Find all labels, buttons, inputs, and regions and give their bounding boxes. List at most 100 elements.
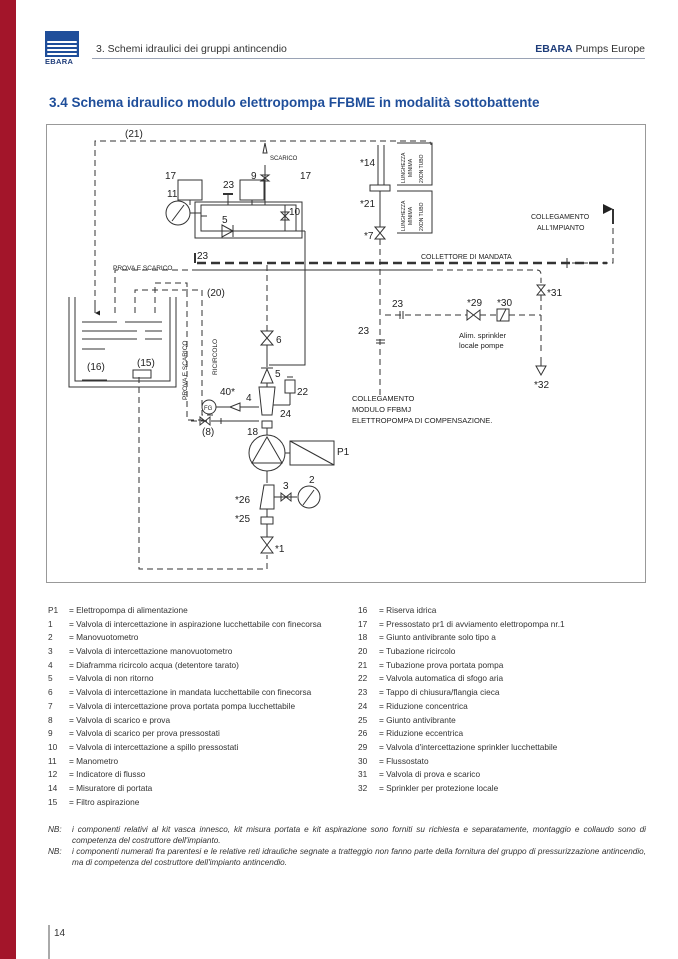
legend-text: = Valvola di prova e scarico bbox=[379, 769, 481, 780]
note-text: i componenti numerati fra parentesi e le… bbox=[72, 847, 646, 867]
legend-item: 24 = Riduzione concentrica bbox=[358, 701, 565, 715]
legend-item: 21= Tubazione prova portata pompa bbox=[358, 660, 565, 674]
legend-item: 26 = Riduzione eccentrica bbox=[358, 728, 565, 742]
brand-bold: EBARA bbox=[535, 43, 573, 55]
lbl-alim-1: Alim. sprinkler bbox=[459, 331, 507, 340]
page-title: 3.4 Schema idraulico modulo elettropompa… bbox=[49, 95, 540, 110]
lbl-lung2b: MINIMA bbox=[408, 206, 414, 225]
note: NB:i componenti numerati fra parentesi e… bbox=[48, 846, 646, 868]
lbl-16: (16) bbox=[87, 362, 105, 373]
lbl-15: (15) bbox=[137, 358, 155, 369]
legend-item: 23= Tappo di chiusura/flangia cieca bbox=[358, 687, 565, 701]
legend-number: 4 bbox=[48, 659, 53, 670]
lbl-21: *21 bbox=[360, 199, 375, 210]
legend-item: 16 = Riserva idrica bbox=[358, 605, 565, 619]
legend-number: 15 bbox=[48, 796, 58, 807]
legend-item: 15= Filtro aspirazione bbox=[48, 797, 321, 811]
lbl-29: *29 bbox=[467, 298, 482, 309]
lbl-3: 3 bbox=[283, 481, 289, 492]
note: NB:i componenti relativi al kit vasca in… bbox=[48, 824, 646, 846]
legend-item: 31= Valvola di prova e scarico bbox=[358, 769, 565, 783]
page-number: 14 bbox=[54, 928, 66, 939]
brand-rest: Pumps Europe bbox=[572, 43, 645, 55]
legend-number: 29 bbox=[358, 741, 368, 752]
header-divider bbox=[92, 58, 645, 59]
legend-number: 12 bbox=[48, 769, 58, 780]
legend-number: 26 bbox=[358, 728, 368, 739]
legend-text: = Manometro bbox=[69, 755, 119, 766]
lbl-26: *26 bbox=[235, 495, 250, 506]
pipe-21-test bbox=[94, 140, 432, 306]
lbl-22: 22 bbox=[297, 387, 309, 398]
lbl-fg: FG bbox=[204, 406, 213, 412]
legend-text: = Tappo di chiusura/flangia cieca bbox=[379, 687, 500, 698]
legend-text: = Riduzione concentrica bbox=[379, 700, 468, 711]
lbl-5b: 5 bbox=[275, 369, 281, 380]
lbl-24: 24 bbox=[280, 409, 292, 420]
lbl-21: (21) bbox=[125, 129, 143, 140]
lbl-17a: 17 bbox=[165, 171, 177, 182]
lbl-18: 18 bbox=[247, 427, 259, 438]
legend-number: 7 bbox=[48, 700, 53, 711]
lbl-1: *1 bbox=[275, 544, 285, 555]
lbl-23c: 23 bbox=[392, 299, 404, 310]
lbl-20: (20) bbox=[207, 288, 225, 299]
lbl-32: *32 bbox=[534, 380, 549, 391]
legend-text: = Flussostato bbox=[379, 755, 429, 766]
lbl-4: 4 bbox=[246, 393, 252, 404]
lbl-31: *31 bbox=[547, 288, 562, 299]
lbl-collettore: COLLETTORE DI MANDATA bbox=[421, 254, 512, 261]
lbl-5a: 5 bbox=[222, 215, 228, 226]
legend-number: 10 bbox=[48, 741, 58, 752]
legend-number: 24 bbox=[358, 700, 368, 711]
legend-number: 16 bbox=[358, 605, 368, 615]
legend-item: 3= Valvola di intercettazione manovuotom… bbox=[48, 646, 321, 660]
legend-item: 6= Valvola di intercettazione in mandata… bbox=[48, 687, 321, 701]
lbl-prova-scarico-v: PROVA E SCARICO bbox=[182, 341, 189, 400]
diagram-svg: (21) SCARICO 17 17 23 9 10 11 5 PROVA E … bbox=[68, 129, 614, 570]
lbl-14: *14 bbox=[360, 158, 375, 169]
legend-item: 5= Valvola di non ritorno bbox=[48, 673, 321, 687]
lbl-40: 40* bbox=[220, 387, 235, 398]
legend-text: = Riserva idrica bbox=[379, 605, 437, 615]
ebara-logo: EBARA bbox=[45, 31, 79, 66]
legend-text: = Valvola automatica di sfogo aria bbox=[379, 673, 504, 684]
legend-item: 22= Valvola automatica di sfogo aria bbox=[358, 673, 565, 687]
legend-text: = Riduzione eccentrica bbox=[379, 728, 464, 739]
lbl-23b: 23 bbox=[197, 251, 209, 262]
legend-number: 32 bbox=[358, 782, 368, 793]
legend-text: = Tubazione prova portata pompa bbox=[379, 659, 504, 670]
legend-item: 9= Valvola di scarico per prova pressost… bbox=[48, 728, 321, 742]
legend-item: 25= Giunto antivibrante bbox=[358, 715, 565, 729]
note-text: i componenti relativi al kit vasca innes… bbox=[72, 825, 646, 845]
lbl-6: 6 bbox=[276, 335, 282, 346]
legend-number: 17 bbox=[358, 618, 368, 629]
legend-item: 12= Indicatore di flusso bbox=[48, 769, 321, 783]
lbl-collegamento-2: ALL'IMPIANTO bbox=[537, 225, 585, 232]
legend-text: = Pressostato pr1 di avviamento elettrop… bbox=[379, 618, 565, 629]
legend-item: P1= Elettropompa di alimentazione bbox=[48, 605, 321, 619]
lbl-11: 11 bbox=[167, 189, 178, 200]
legend-number: 30 bbox=[358, 755, 368, 766]
lbl-8: (8) bbox=[202, 427, 214, 438]
header-brand: EBARA Pumps Europe bbox=[535, 43, 645, 55]
lbl-9: 9 bbox=[251, 171, 257, 182]
legend-number: 6 bbox=[48, 687, 53, 698]
legend-text: = Valvola d'intercettazione sprinkler lu… bbox=[379, 741, 558, 752]
notes: NB:i componenti relativi al kit vasca in… bbox=[48, 824, 646, 868]
page-number-rule bbox=[48, 925, 50, 959]
legend-text: = Valvola di intercettazione manovuotome… bbox=[69, 646, 233, 657]
lbl-30: *30 bbox=[497, 298, 512, 309]
legend-item: 4= Diaframma ricircolo acqua (detentore … bbox=[48, 660, 321, 674]
legend-number: 25 bbox=[358, 714, 368, 725]
lbl-mod-3: ELETTROPOMPA DI COMPENSAZIONE. bbox=[352, 416, 492, 425]
legend-text: = Valvola di intercettazione in aspirazi… bbox=[69, 618, 322, 629]
legend-item: 20= Tubazione ricircolo bbox=[358, 646, 565, 660]
lbl-lung1b: MINIMA bbox=[408, 158, 414, 177]
legend-number: 18 bbox=[358, 632, 368, 643]
legend-number: 9 bbox=[48, 728, 53, 739]
lbl-p1: P1 bbox=[337, 447, 350, 458]
legend-number: 20 bbox=[358, 646, 368, 657]
red-margin-bar bbox=[0, 0, 16, 959]
legend-text: = Elettropompa di alimentazione bbox=[69, 605, 188, 615]
